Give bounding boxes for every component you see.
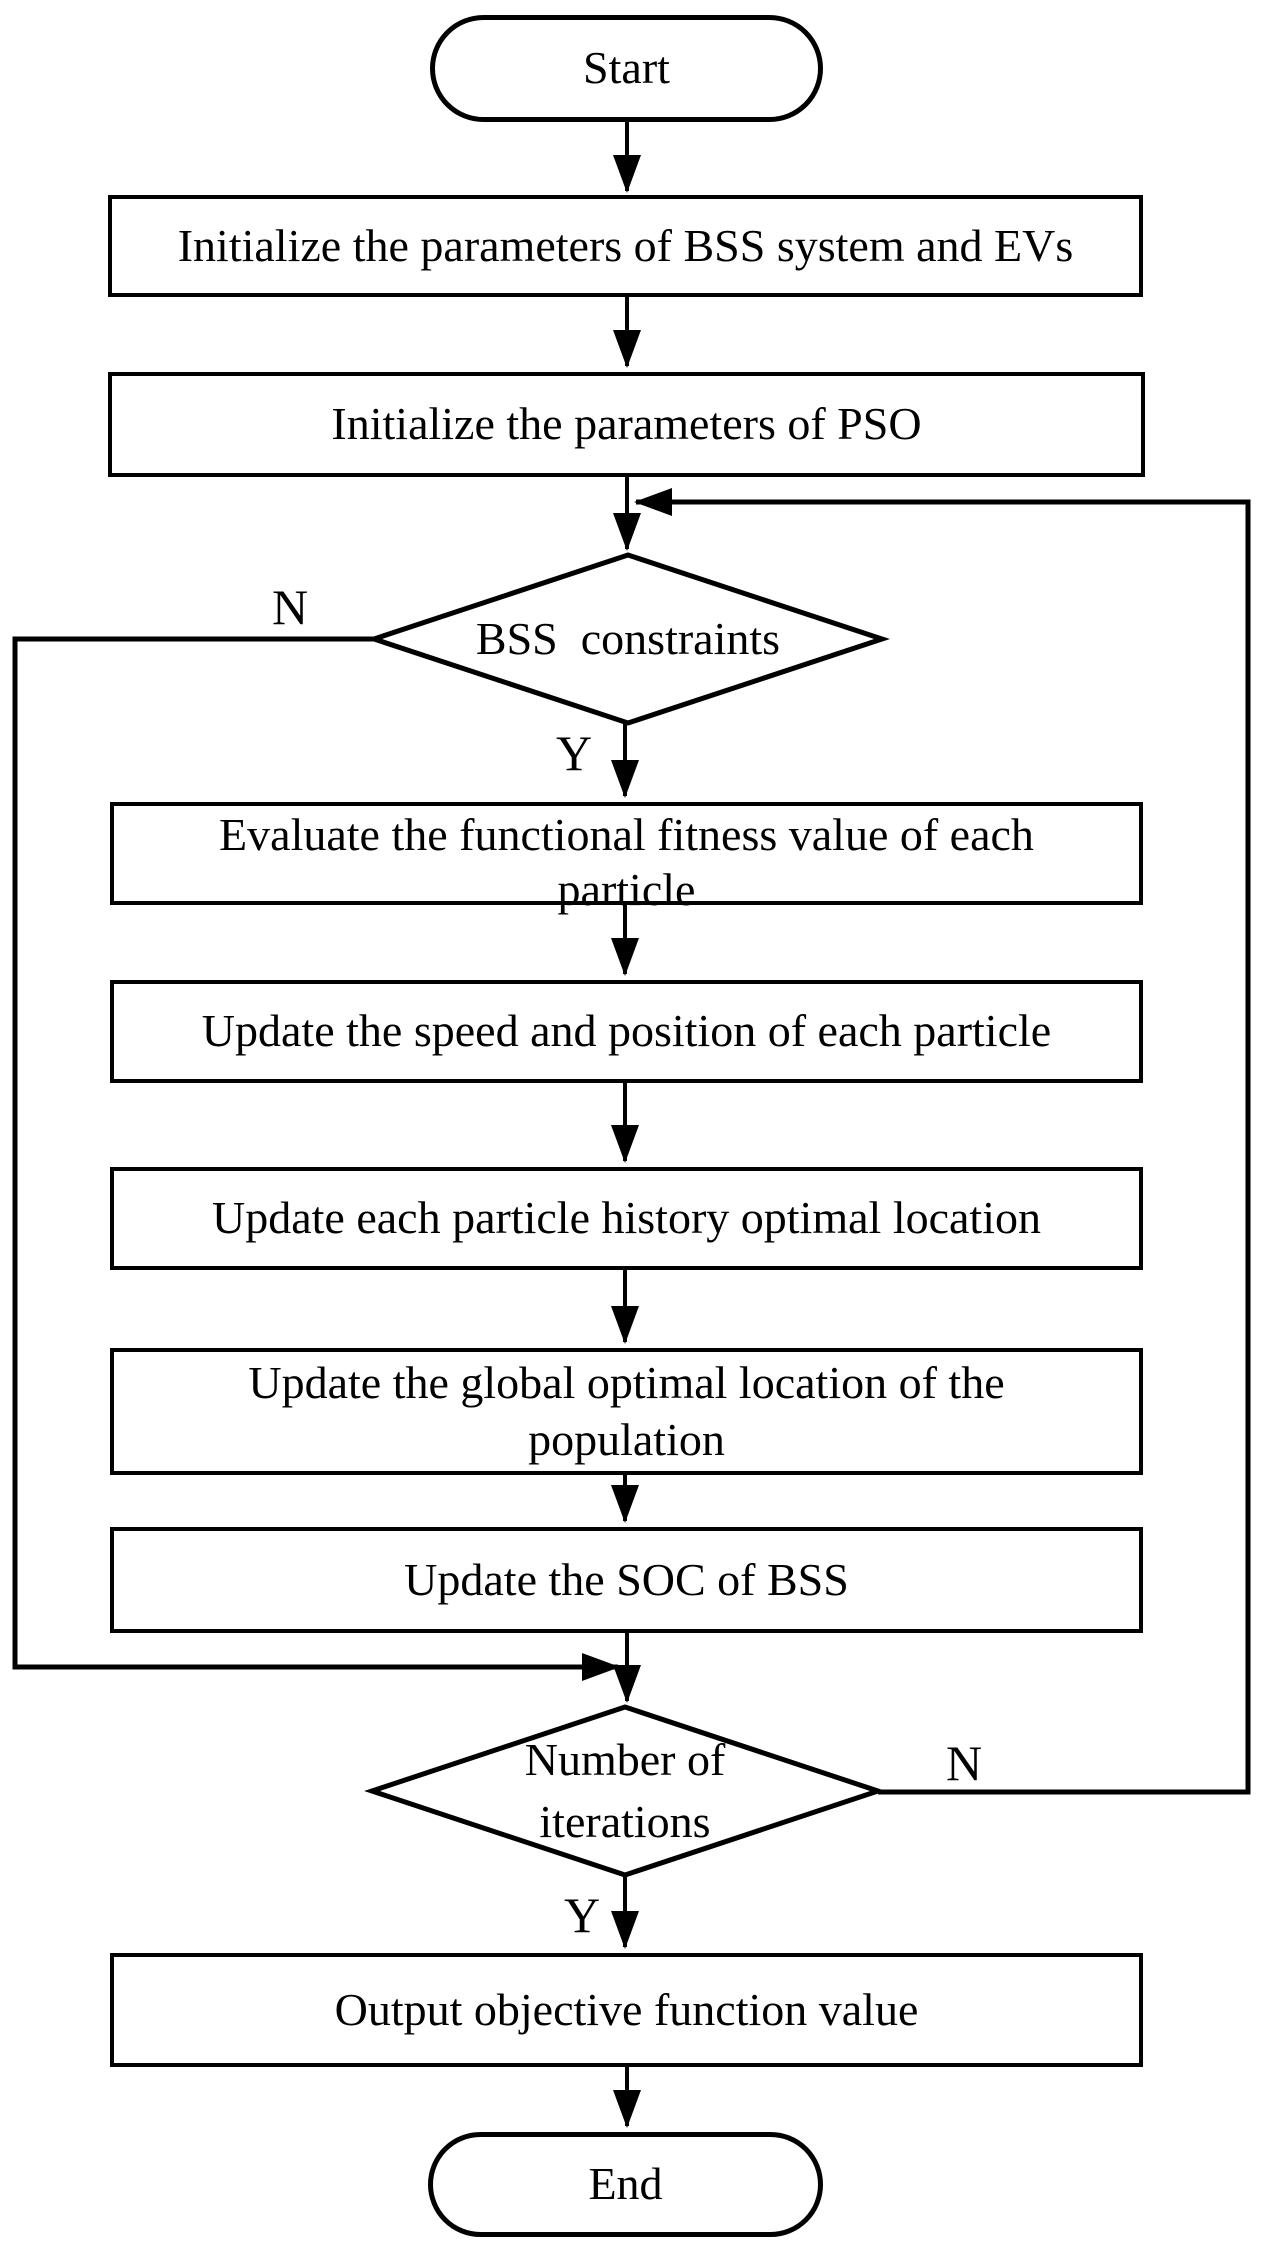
process-update-global-text: Update the global optimal location of th… bbox=[248, 1355, 1004, 1467]
decision-bss-constraints-shape bbox=[366, 552, 890, 726]
process-init-pso-label: Initialize the parameters of PSO bbox=[331, 398, 922, 450]
branch-label-iterations-yes: Y bbox=[564, 1887, 601, 1943]
process-output-label: Output objective function value bbox=[334, 1983, 919, 2035]
process-update-global: Update the global optimal location of th… bbox=[110, 1348, 1143, 1475]
text-line-1: Update the global optimal location of th… bbox=[248, 1357, 1005, 1409]
process-evaluate-fitness-text: Evaluate the functional fitness value of… bbox=[219, 807, 1034, 917]
decision-iterations-text: Number of iterations bbox=[525, 1729, 726, 1853]
process-output: Output objective function value bbox=[110, 1953, 1143, 2067]
text-line-2: particle bbox=[557, 864, 696, 916]
decision-iterations-label: Number of iterations bbox=[372, 1707, 878, 1875]
decision-iterations-shape bbox=[364, 1704, 886, 1878]
process-evaluate-fitness: Evaluate the functional fitness value of… bbox=[110, 802, 1143, 915]
process-init-pso: Initialize the parameters of PSO bbox=[108, 372, 1145, 477]
text-line-1: Evaluate the functional fitness value of… bbox=[219, 809, 1034, 860]
process-update-speed-label: Update the speed and position of each pa… bbox=[201, 1005, 1052, 1057]
process-init-bss-label: Initialize the parameters of BSS system … bbox=[177, 219, 1074, 271]
process-update-soc: Update the SOC of BSS bbox=[110, 1527, 1143, 1633]
process-update-soc-label: Update the SOC of BSS bbox=[404, 1553, 849, 1605]
loop-bss-no-path bbox=[12, 636, 620, 1681]
text-line-2: population bbox=[528, 1413, 725, 1465]
process-update-speed: Update the speed and position of each pa… bbox=[110, 980, 1143, 1083]
terminator-start: Start bbox=[430, 15, 823, 122]
text-line-1: Number of bbox=[524, 1733, 726, 1785]
terminator-end: End bbox=[428, 2132, 823, 2237]
loop-iterations-no-path bbox=[634, 488, 1251, 1795]
process-init-bss: Initialize the parameters of BSS system … bbox=[108, 195, 1143, 297]
decision-bss-constraints-label: BSS constraints bbox=[475, 612, 781, 664]
branch-label-bss-no: N bbox=[272, 579, 309, 635]
terminator-start-label: Start bbox=[583, 42, 670, 94]
text-line-2: iterations bbox=[539, 1796, 711, 1847]
terminator-end-label: End bbox=[588, 2158, 663, 2210]
process-update-history-label: Update each particle history optimal loc… bbox=[212, 1192, 1041, 1244]
branch-label-iterations-no: N bbox=[946, 1735, 983, 1791]
process-update-history: Update each particle history optimal loc… bbox=[110, 1167, 1143, 1270]
branch-label-bss-yes: Y bbox=[556, 725, 593, 781]
